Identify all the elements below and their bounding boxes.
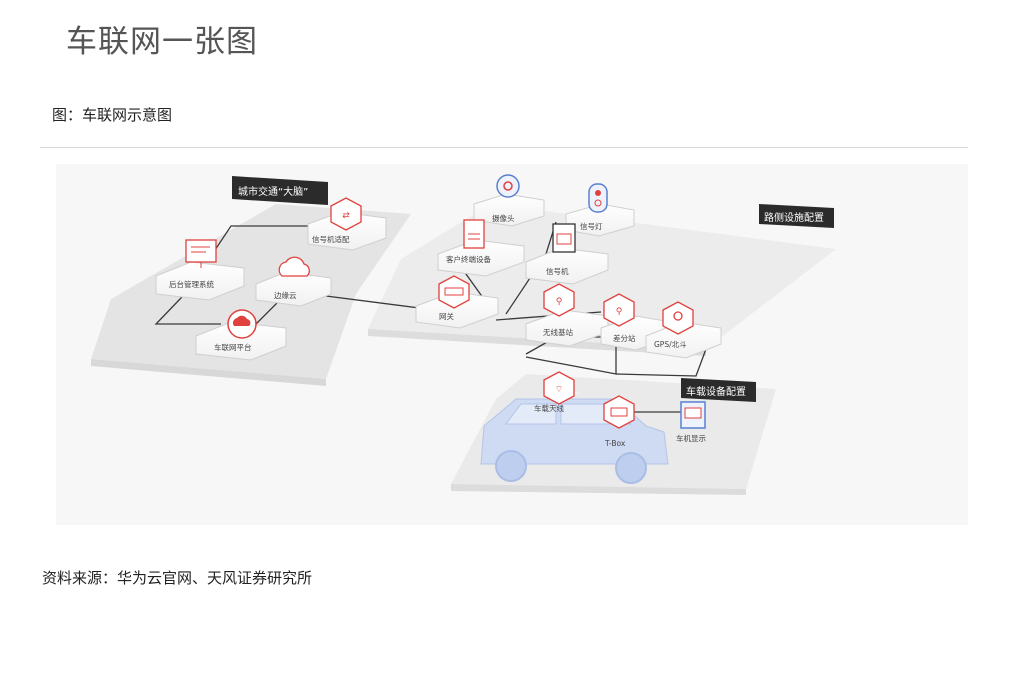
node-camera: 摄像头	[473, 174, 545, 227]
svg-text:⚲: ⚲	[616, 307, 623, 317]
svg-text:摄像头: 摄像头	[492, 213, 515, 223]
page-title: 车联网一张图	[66, 24, 258, 60]
node-base-station: ⚲ 无线基站	[525, 283, 609, 347]
svg-text:信号机适配: 信号机适配	[312, 234, 350, 244]
node-signal-controller: 信号机	[525, 223, 609, 285]
zone-label-city: 城市交通“大脑”	[232, 176, 328, 205]
node-vehicle-display: 车机显示	[676, 401, 706, 443]
node-traffic-light: 信号灯	[565, 183, 635, 237]
node-backend: 后台管理系统	[155, 239, 245, 301]
platform-city	[91, 204, 411, 386]
svg-text:车载天线: 车载天线	[534, 403, 564, 413]
monitor-icon	[185, 239, 217, 263]
node-vehicle-antenna: ⌔ 车载天线	[534, 371, 581, 413]
signal-controller-icon	[552, 223, 576, 253]
figure-caption: 图：车联网示意图	[52, 106, 173, 124]
svg-text:信号灯: 信号灯	[580, 221, 603, 231]
svg-text:路侧设施配置: 路侧设施配置	[764, 211, 824, 224]
node-edge-cloud: 边缘云	[255, 256, 332, 307]
node-client-terminal: 客户终端设备	[437, 219, 525, 277]
signal-adapter-icon	[330, 197, 362, 231]
divider	[40, 147, 968, 148]
node-v2x-platform: 车联网平台	[195, 309, 287, 361]
router-icon	[438, 275, 470, 309]
svg-text:客户终端设备: 客户终端设备	[446, 254, 491, 264]
link-gps-vehicle	[615, 348, 707, 377]
svg-text:城市交通“大脑”: 城市交通“大脑”	[238, 185, 308, 198]
svg-text:差分站: 差分站	[613, 333, 636, 343]
wifi-icon	[543, 371, 575, 405]
link-adapter-backend	[210, 225, 344, 257]
cloud-icon	[278, 256, 310, 277]
node-tbox: T-Box	[603, 395, 635, 448]
svg-text:无线基站: 无线基站	[543, 327, 573, 337]
traffic-light-icon	[588, 183, 608, 213]
tbox-icon	[603, 395, 635, 429]
svg-text:后台管理系统: 后台管理系统	[169, 279, 214, 289]
svg-text:边缘云: 边缘云	[274, 290, 297, 300]
svg-text:车载设备配置: 车载设备配置	[686, 385, 746, 398]
svg-text:⇄: ⇄	[342, 211, 350, 221]
svg-text:信号机: 信号机	[546, 266, 569, 276]
node-signal-adapter: ⇄ 信号机适配	[307, 197, 387, 251]
antenna-tower-icon	[543, 283, 575, 317]
svg-text:⌔: ⌔	[555, 385, 563, 395]
svg-text:⚲: ⚲	[556, 297, 563, 307]
svg-text:车联网平台: 车联网平台	[214, 342, 252, 352]
v2x-diagram: 城市交通“大脑” 路侧设施配置 车载设备配置 ⇄ 信号机适配 后台管理系统	[56, 164, 968, 525]
source-note: 资料来源：华为云官网、天风证券研究所	[42, 569, 313, 587]
node-gateway: 网关	[415, 275, 499, 329]
camera-icon	[496, 174, 520, 198]
zone-label-roadside: 路侧设施配置	[759, 204, 834, 228]
node-gps: GPS/北斗	[645, 301, 722, 359]
svg-text:网关: 网关	[439, 311, 454, 321]
svg-text:GPS/北斗: GPS/北斗	[654, 340, 687, 349]
svg-text:车机显示: 车机显示	[676, 433, 706, 443]
zone-label-vehicle: 车载设备配置	[681, 378, 756, 402]
svg-text:T-Box: T-Box	[604, 439, 626, 448]
map-pin-icon	[662, 301, 694, 335]
diff-station-icon	[603, 293, 635, 327]
